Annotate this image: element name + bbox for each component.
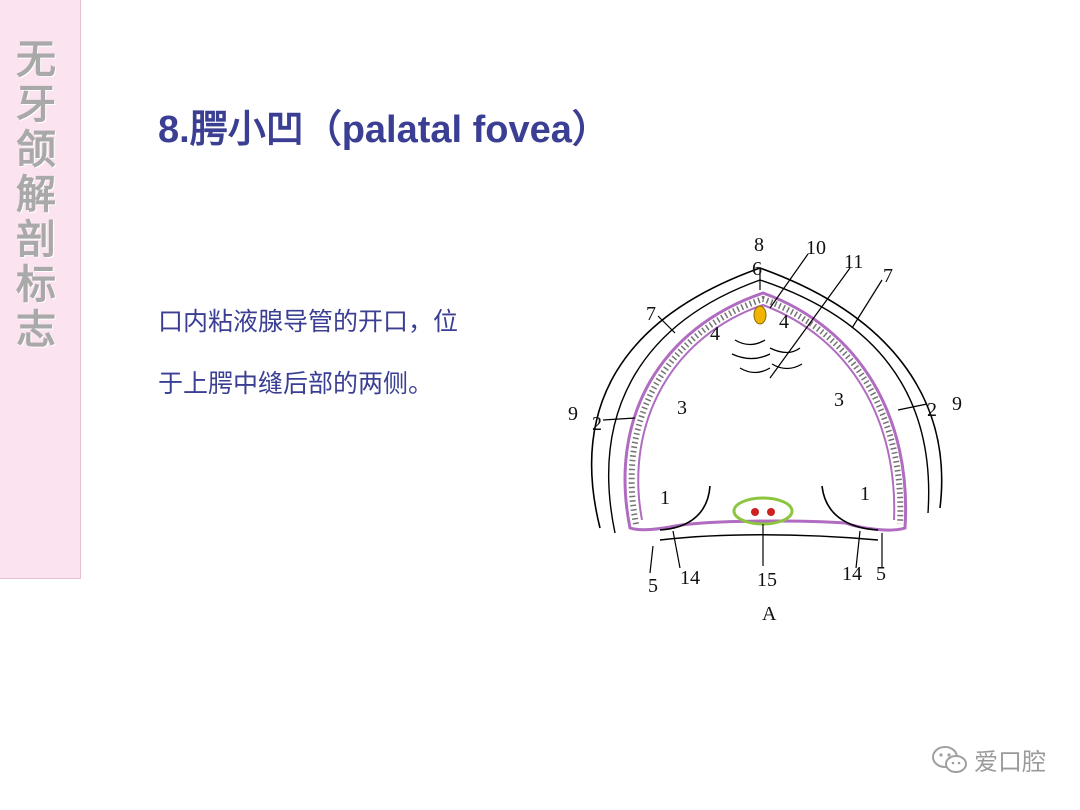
palate-diagram: 8 6 10 11 7 7 4 4 3 3 9 2 2 9 1 1 5 14 1… (568, 234, 962, 625)
label-14-left: 14 (680, 567, 700, 589)
description-line-2: 于上腭中缝后部的两侧。 (158, 369, 434, 398)
mucosa-boundary-inner (637, 303, 896, 521)
label-7-right: 7 (883, 265, 893, 287)
right-tuberosity-curve (821, 485, 879, 531)
label-2-left: 2 (592, 413, 602, 435)
label-4-left: 4 (710, 323, 720, 345)
label-9-right: 9 (952, 393, 962, 415)
outer-arch-line (590, 267, 943, 529)
posterior-border-line (659, 534, 879, 541)
label-4-right: 4 (779, 311, 789, 333)
palatal-fovea-dot-right (767, 508, 775, 516)
outer-arch-line-2 (608, 279, 930, 534)
sidebar-panel: 无牙颌解剖标志 (0, 0, 81, 579)
watermark: 爱口腔 (930, 742, 1046, 777)
watermark-text: 爱口腔 (974, 748, 1046, 776)
mucosa-boundary (623, 291, 908, 532)
sidebar-section-title: 无牙颌解剖标志 (16, 37, 56, 353)
left-tuberosity-curve (659, 485, 711, 531)
label-9-left: 9 (568, 403, 578, 425)
slide-title: 8.腭小凹（palatal fovea） (158, 109, 610, 151)
figure-caption: A (762, 603, 777, 625)
wechat-icon (932, 745, 967, 773)
label-3-left: 3 (677, 397, 687, 419)
label-6: 6 (752, 258, 762, 280)
label-11: 11 (844, 251, 863, 273)
label-15: 15 (757, 569, 777, 591)
description-line-1: 口内粘液腺导管的开口，位 (158, 307, 459, 336)
label-2-right: 2 (927, 399, 937, 421)
label-7-left: 7 (646, 303, 656, 325)
label-5-right: 5 (876, 563, 886, 585)
leader-lines (602, 253, 928, 574)
label-1-left: 1 (660, 487, 670, 509)
incisive-papilla (753, 305, 767, 325)
label-3-right: 3 (834, 389, 844, 411)
label-10: 10 (806, 237, 826, 259)
palatal-rugae (731, 339, 803, 374)
label-8: 8 (754, 234, 764, 256)
label-1-right: 1 (860, 483, 870, 505)
label-14-right: 14 (842, 563, 862, 585)
hatched-border (628, 295, 904, 525)
label-5-left: 5 (648, 575, 658, 597)
palatal-fovea-dot-left (751, 508, 759, 516)
